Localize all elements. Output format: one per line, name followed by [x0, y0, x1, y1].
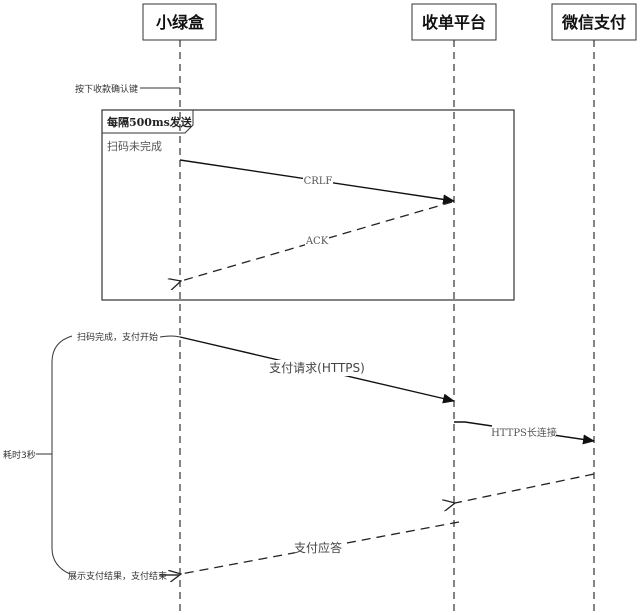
loop-guard: 扫码未完成 [107, 139, 162, 153]
message-wechat-response-arrow [455, 473, 595, 503]
actor-label: 小绿盒 [156, 13, 205, 32]
loop-frame: 每隔500ms发送 扫码未完成 [101, 109, 515, 301]
actor-platform[interactable]: 收单平台 [411, 3, 497, 41]
actor-box[interactable]: 小绿盒 [142, 3, 217, 41]
message-https-long-label: HTTPS长连接 [491, 426, 557, 439]
note-duration: 耗时3秒 [3, 449, 36, 461]
message-ack-label: ACK [305, 236, 329, 247]
message-pay-response-label: 支付应答 [294, 540, 342, 555]
note-connector [159, 335, 181, 338]
message-pay-request-label: 支付请求(HTTPS) [269, 361, 365, 375]
note-press-confirm: 按下收款确认键 [75, 83, 138, 95]
actor-label: 收单平台 [422, 13, 486, 32]
actor-label: 微信支付 [561, 13, 626, 32]
note-show-result: 展示支付结果，支付结束 [68, 570, 167, 582]
message-crlf-label: CRLF [304, 176, 333, 187]
duration-bracket [51, 335, 73, 575]
actor-wechat[interactable]: 微信支付 [551, 3, 637, 41]
loop-frame-title: 每隔500ms发送 [107, 115, 193, 129]
note-scan-done: 扫码完成，支付开始 [77, 331, 158, 343]
